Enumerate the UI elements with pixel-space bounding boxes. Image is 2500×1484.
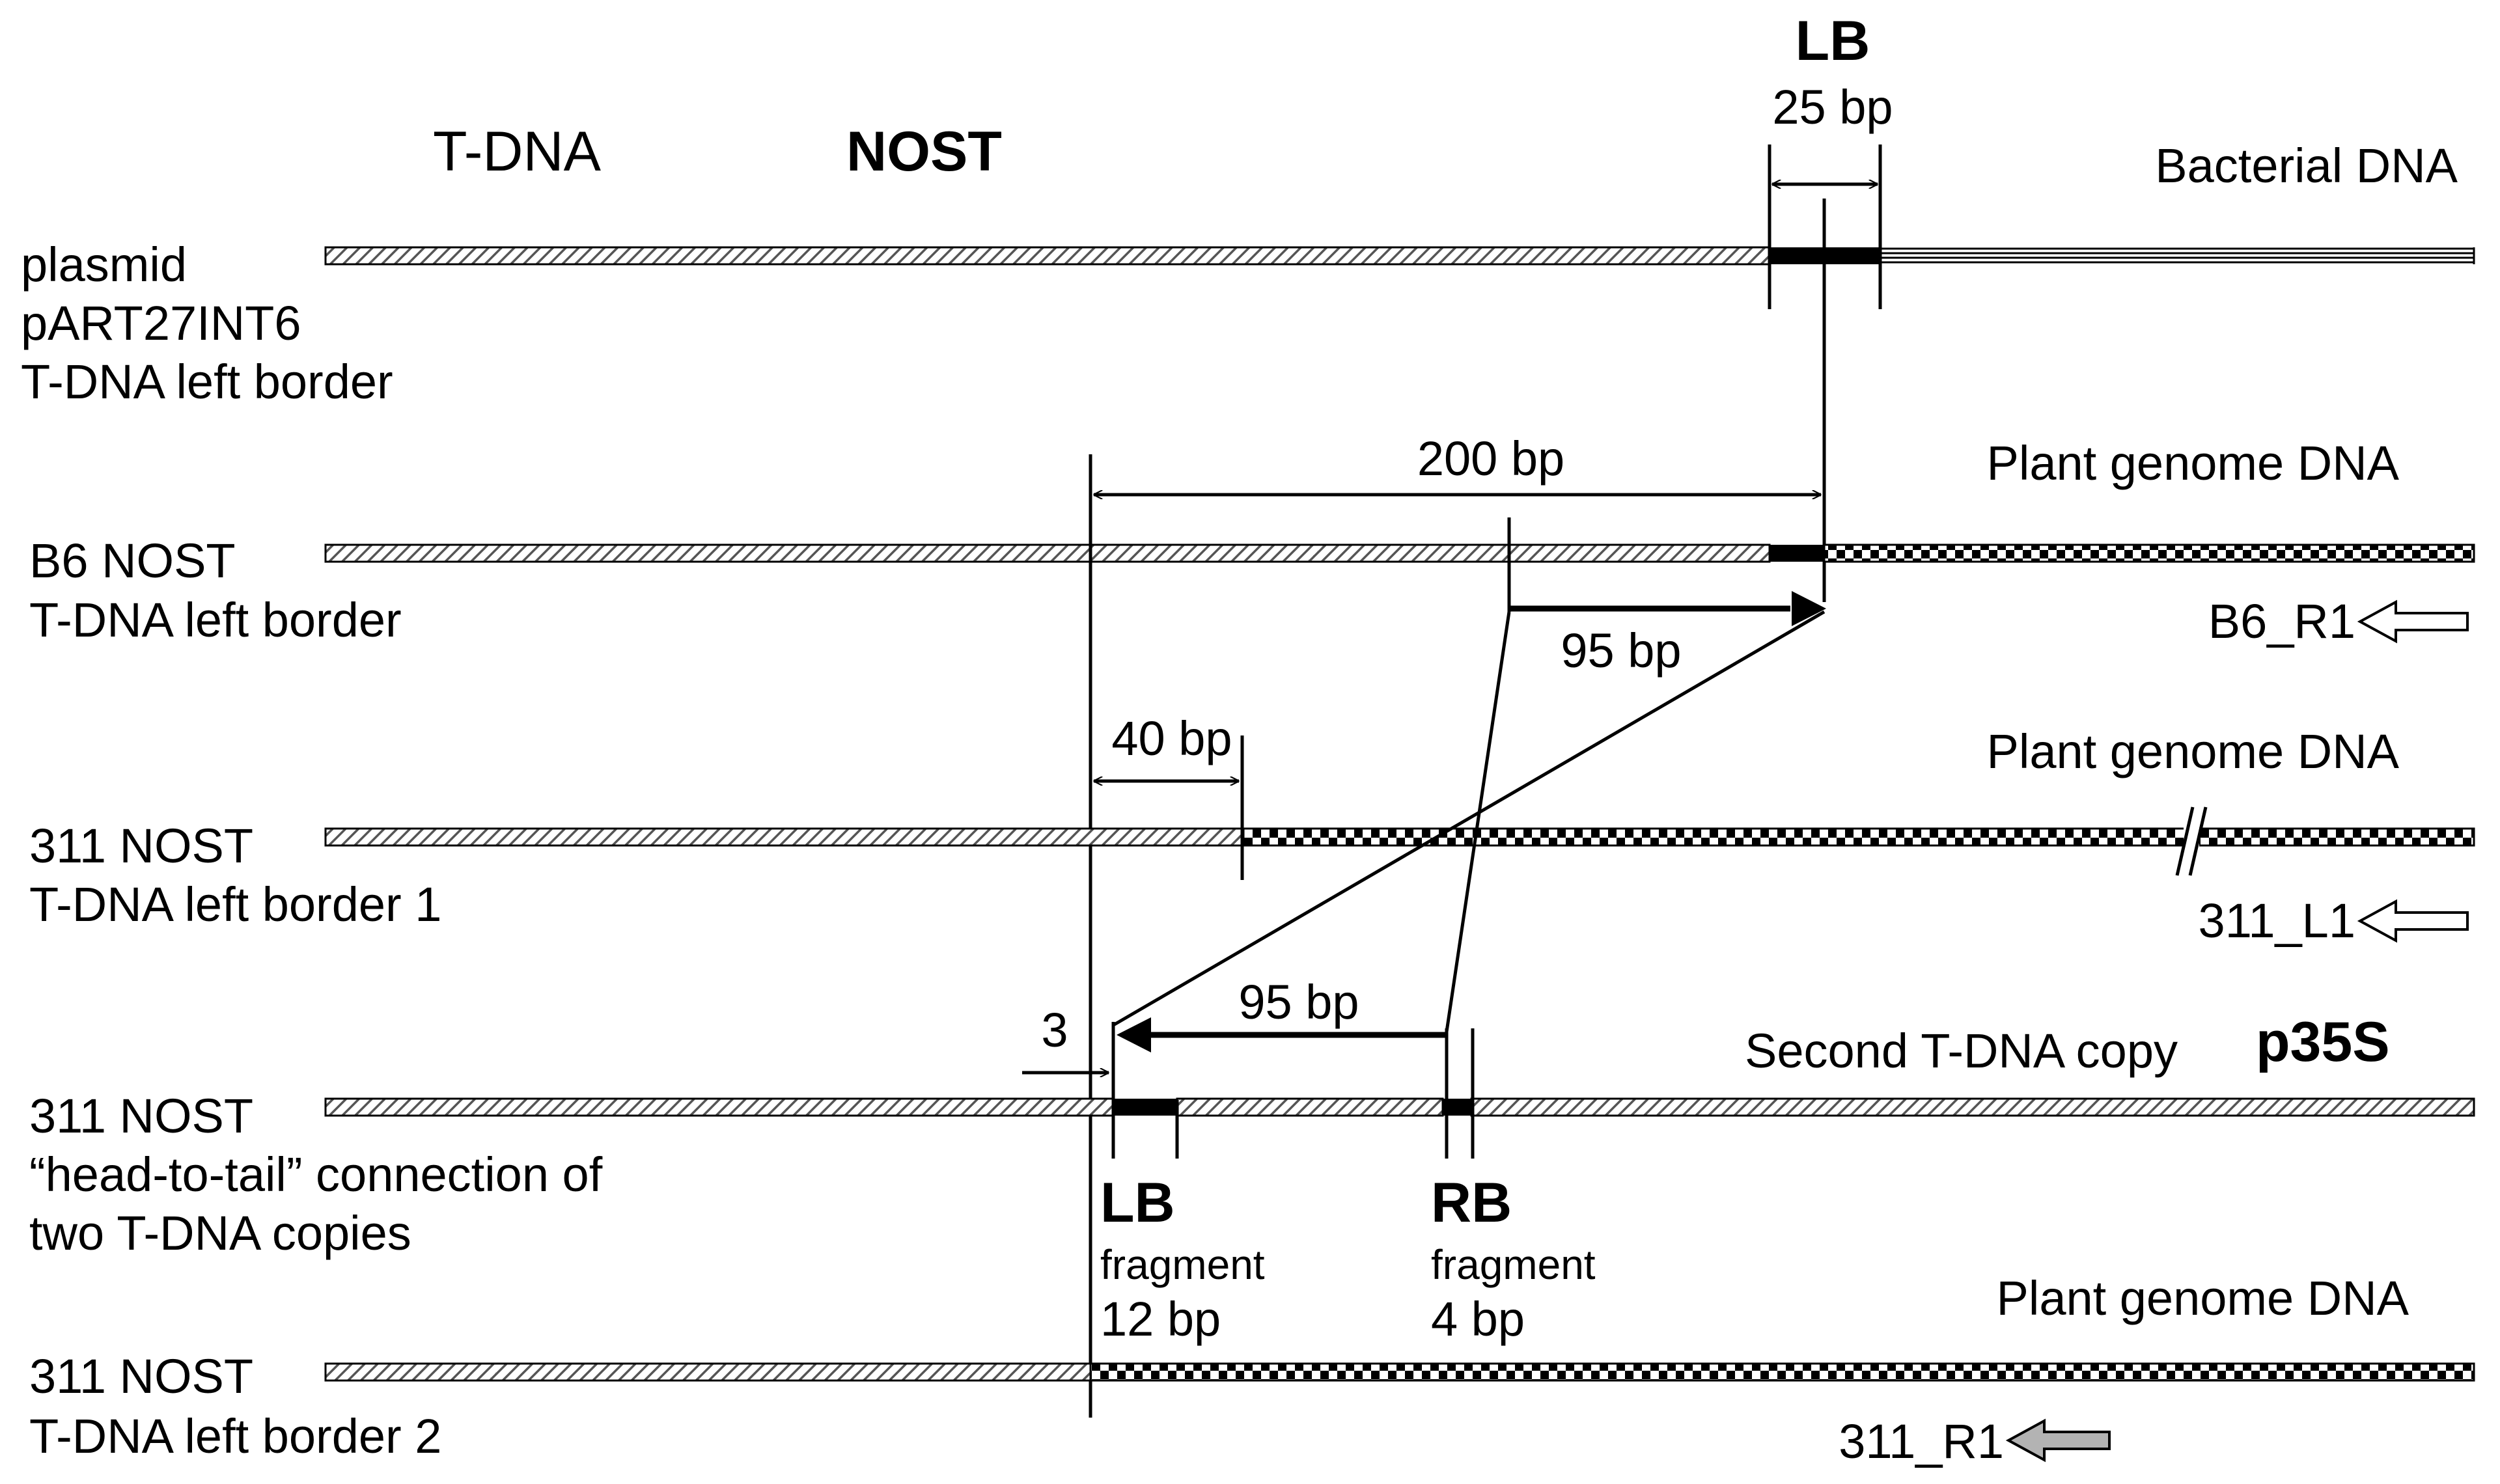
plasmid-label-2: pART27INT6 [21,296,301,350]
dimension-40bp-label: 40 bp [1111,711,1232,765]
b6-label-1: B6 NOST [29,534,236,588]
lb-fragment-block [1113,1099,1177,1116]
border1-genome-strand [1242,827,2475,847]
rb-fragment-word: fragment [1431,1241,1596,1288]
311-r1-primer-arrow-icon [2005,1418,2111,1463]
tdna-label: T-DNA [433,120,602,183]
b6-tdna-strand [324,543,1771,563]
headtotail-middle-strand [1176,1097,1444,1117]
rb-fragment-name: RB [1431,1172,1512,1234]
b6-lb-remnant [1770,545,1824,562]
plasmid-label-3: T-DNA left border [21,355,393,409]
break-mark-left [2175,806,2195,876]
lb-fragment-word: fragment [1100,1241,1265,1288]
b6-genome-strand [1823,543,2475,563]
bacterial-dna-label: Bacterial DNA [2155,139,2458,193]
headtotail-label-1: 311 NOST [29,1089,253,1143]
rb-junction-diagonal [1445,611,1511,1032]
b6-genome-label: Plant genome DNA [1987,436,2400,490]
second-copy-label: Second T-DNA copy [1745,1024,2178,1078]
bacterial-dna-strand [1880,247,2475,264]
second-tdna-copy-strand [1470,1097,2475,1117]
border2-genome-label: Plant genome DNA [1997,1271,2410,1325]
311-l1-primer-arrow-icon [2357,899,2469,943]
b6-r1-primer-arrow-icon [2357,599,2469,644]
border2-label-2: T-DNA left border 2 [29,1409,441,1463]
headtotail-95bp-arrowhead [1117,1017,1151,1052]
nost-label: NOST [846,120,1002,183]
headtotail-95bp-label: 95 bp [1238,975,1359,1029]
border1-genome-label: Plant genome DNA [1987,724,2400,778]
rb-fragment-size: 4 bp [1431,1292,1525,1346]
lb-title: LB [1796,10,1870,72]
plasmid-label-1: plasmid [21,238,187,292]
b6-label-2: T-DNA left border [29,593,402,647]
border2-primer-label: 311_R1 [1839,1414,2004,1468]
p35s-label: p35S [2256,1011,2390,1073]
b6-primer-label: B6_R1 [2208,594,2355,648]
border1-primer-label: 311_L1 [2199,894,2355,948]
headtotail-first-copy-strand [324,1097,1115,1117]
lb-junction-diagonal [1112,610,1826,1027]
three-bp-label: 3 [1041,1003,1068,1057]
lb-fragment-size: 12 bp [1100,1292,1221,1346]
plasmid-tdna-strand [324,246,1771,266]
headtotail-label-2: “head-to-tail” connection of [29,1147,603,1202]
b6-95bp-label: 95 bp [1561,624,1681,678]
border1-tdna-strand [324,827,1245,847]
lb-size-label: 25 bp [1772,80,1893,134]
break-mark-right [2188,806,2208,876]
border2-tdna-strand [324,1362,1092,1382]
dimension-200bp-label: 200 bp [1417,432,1564,486]
border1-label-2: T-DNA left border 1 [29,877,441,931]
border2-genome-strand [1089,1362,2475,1382]
b6-95bp-arrowhead [1792,591,1826,626]
border2-label-1: 311 NOST [29,1349,253,1403]
headtotail-label-3: two T-DNA copies [29,1206,411,1260]
lb-fragment-name: LB [1100,1172,1175,1234]
border1-label-1: 311 NOST [29,819,253,873]
